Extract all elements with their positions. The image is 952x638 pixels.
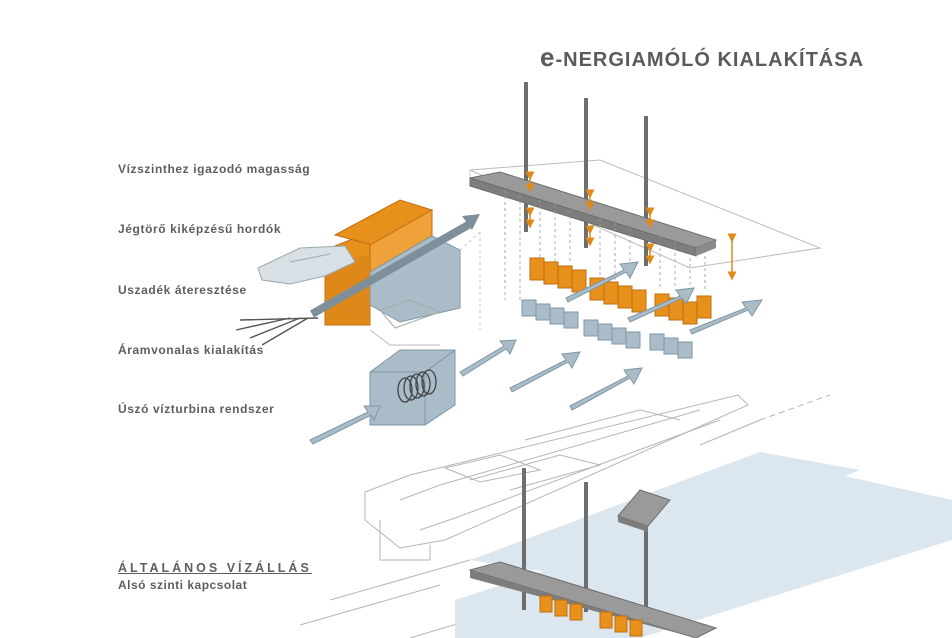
debris-flow-arrow [310, 214, 480, 318]
turbine-rotor [397, 369, 437, 403]
lower-connector [617, 489, 671, 532]
barrel-cutaway [324, 199, 481, 346]
turbine-modules [521, 299, 693, 359]
height-adjust-arrows [525, 171, 737, 281]
title-prefix: e [540, 42, 556, 72]
ice-floe [257, 245, 356, 285]
section-subtitle: Alsó szinti kapcsolat [118, 578, 248, 592]
quay-outline [299, 394, 831, 638]
icebreaker-barrels [529, 257, 712, 325]
label-level-adjusting-height: Vízszinthez igazodó magasság [118, 162, 311, 176]
flow-arrows [309, 261, 763, 445]
piles-top [524, 82, 648, 266]
label-streamlined-design: Áramvonalas kialakítás [118, 343, 264, 357]
label-debris-passage: Uszadék áteresztése [118, 283, 247, 297]
section-title: ÁLTALÁNOS VÍZÁLLÁS [118, 561, 312, 575]
debris-branch [235, 317, 319, 346]
label-icebreaker-barrels: Jégtörő kiképzésű hordók [118, 222, 282, 236]
label-floating-turbine-system: Úszó vízturbina rendszer [118, 402, 275, 416]
diagram-title: e-NERGIAMÓLÓ KIALAKÍTÁSA [540, 42, 864, 73]
floating-beam [469, 171, 718, 257]
lower-barrels [539, 595, 643, 637]
turbine-box [369, 349, 456, 426]
water-band [455, 452, 952, 638]
title-rest: -NERGIAMÓLÓ KIALAKÍTÁSA [555, 49, 865, 71]
